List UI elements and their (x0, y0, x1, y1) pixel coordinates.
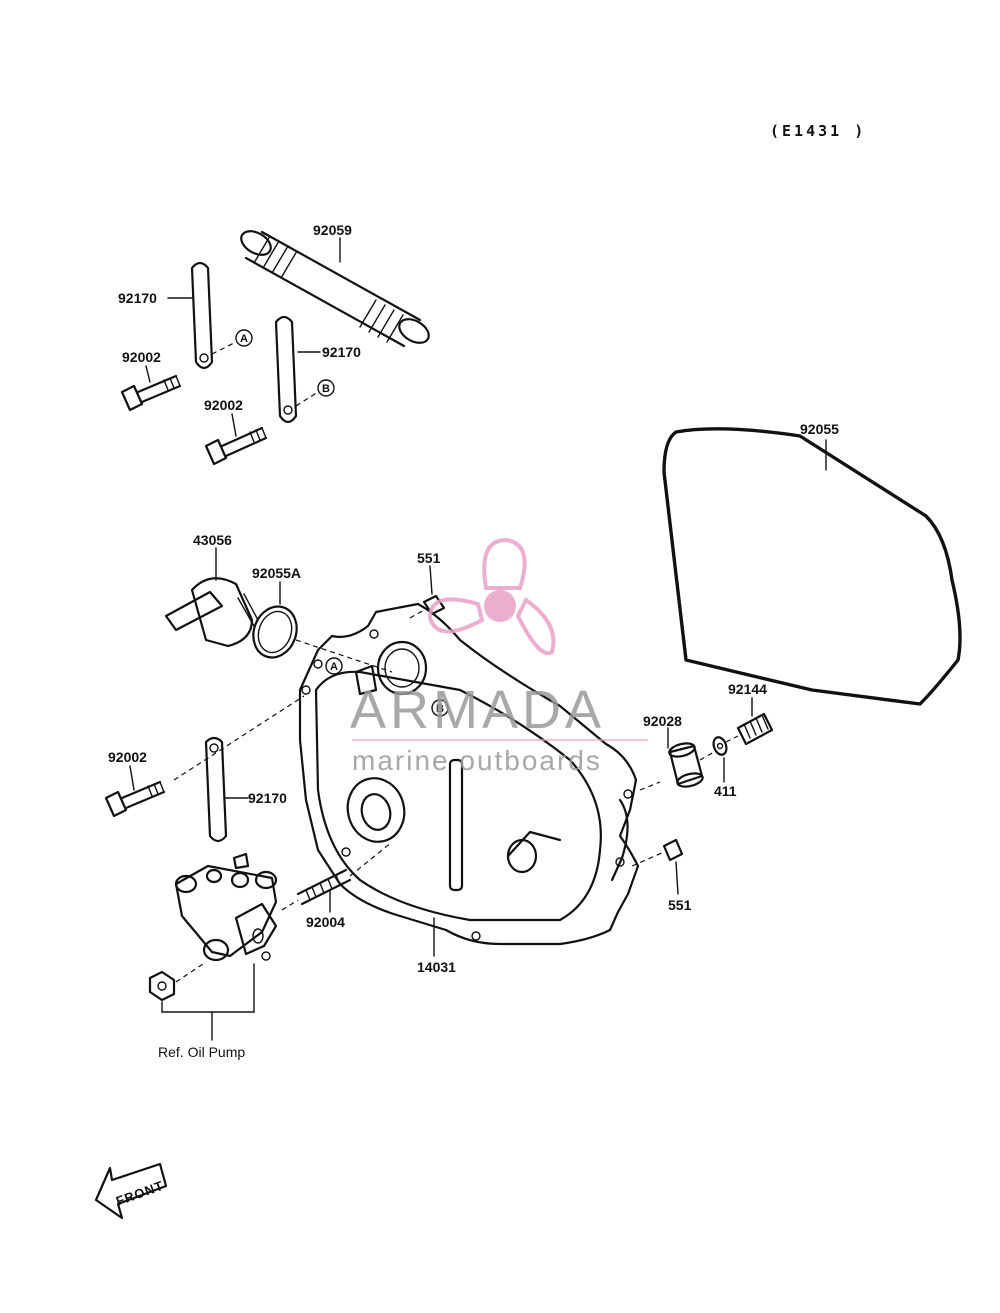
spring-92144 (736, 712, 774, 746)
clamp-92170-top-left (190, 261, 214, 370)
marker-b-cover-letter: B (436, 703, 444, 715)
label-92055: 92055 (800, 421, 839, 437)
collar-92028 (668, 742, 704, 788)
engine-cover-14031 (298, 602, 640, 946)
label-92055a: 92055A (252, 565, 301, 581)
clamp-92170-top-middle (274, 315, 298, 424)
leader-551-a (429, 565, 433, 595)
hose-92059 (240, 230, 430, 348)
marker-a-cover (325, 657, 343, 675)
label-92004: 92004 (306, 914, 345, 930)
marker-b-top-letter: B (322, 383, 330, 395)
bolt-92002-top-left (120, 374, 182, 412)
stud-92004 (296, 868, 352, 906)
label-411: 411 (714, 783, 737, 799)
label-551-a: 551 (417, 550, 441, 566)
diagram-code: (E1431 ) (770, 122, 866, 140)
leader-92002-b (231, 413, 237, 437)
label-92144: 92144 (728, 681, 767, 697)
label-92002-b: 92002 (204, 397, 243, 413)
nut (148, 970, 176, 1002)
armada-watermark: ARMADA marine outboards (350, 537, 648, 776)
leader-92002-c (129, 765, 135, 791)
label-92170-c: 92170 (248, 790, 287, 806)
filler-cap-43056 (164, 577, 259, 648)
label-92170-a: 92170 (118, 290, 157, 306)
watermark-brand: ARMADA (350, 680, 605, 740)
propeller-logo (427, 537, 556, 656)
watermark-tagline: marine outboards (352, 745, 602, 776)
bolt-92002-middle-left (104, 780, 166, 818)
leader-92002-a (145, 365, 151, 383)
clamp-92170-middle (204, 736, 228, 843)
oil-pump (174, 852, 278, 962)
marker-a-top-letter: A (240, 333, 248, 345)
label-ref-oil-pump: Ref. Oil Pump (158, 1044, 245, 1060)
front-arrow: FRONT (94, 1162, 168, 1220)
label-92170-b: 92170 (322, 344, 361, 360)
o-ring-92055a (252, 605, 298, 659)
label-92002-a: 92002 (122, 349, 161, 365)
marker-b-top (317, 379, 335, 397)
marker-b-cover (431, 699, 449, 717)
gasket-92055 (662, 427, 962, 706)
marker-a-top (235, 329, 253, 347)
pin-551-bottom (662, 838, 684, 862)
marker-a-cover-letter: A (330, 661, 338, 673)
label-551-b: 551 (668, 897, 692, 913)
washer-411 (712, 736, 728, 756)
leader-551-b (675, 861, 679, 895)
label-92059: 92059 (313, 222, 352, 238)
leader-ref-oil-pump (161, 963, 255, 1041)
front-arrow-label: FRONT (114, 1178, 166, 1209)
bolt-92002-top-middle (204, 426, 268, 466)
label-92028: 92028 (643, 713, 682, 729)
label-14031: 14031 (417, 959, 456, 975)
label-92002-c: 92002 (108, 749, 147, 765)
label-43056: 43056 (193, 532, 232, 548)
